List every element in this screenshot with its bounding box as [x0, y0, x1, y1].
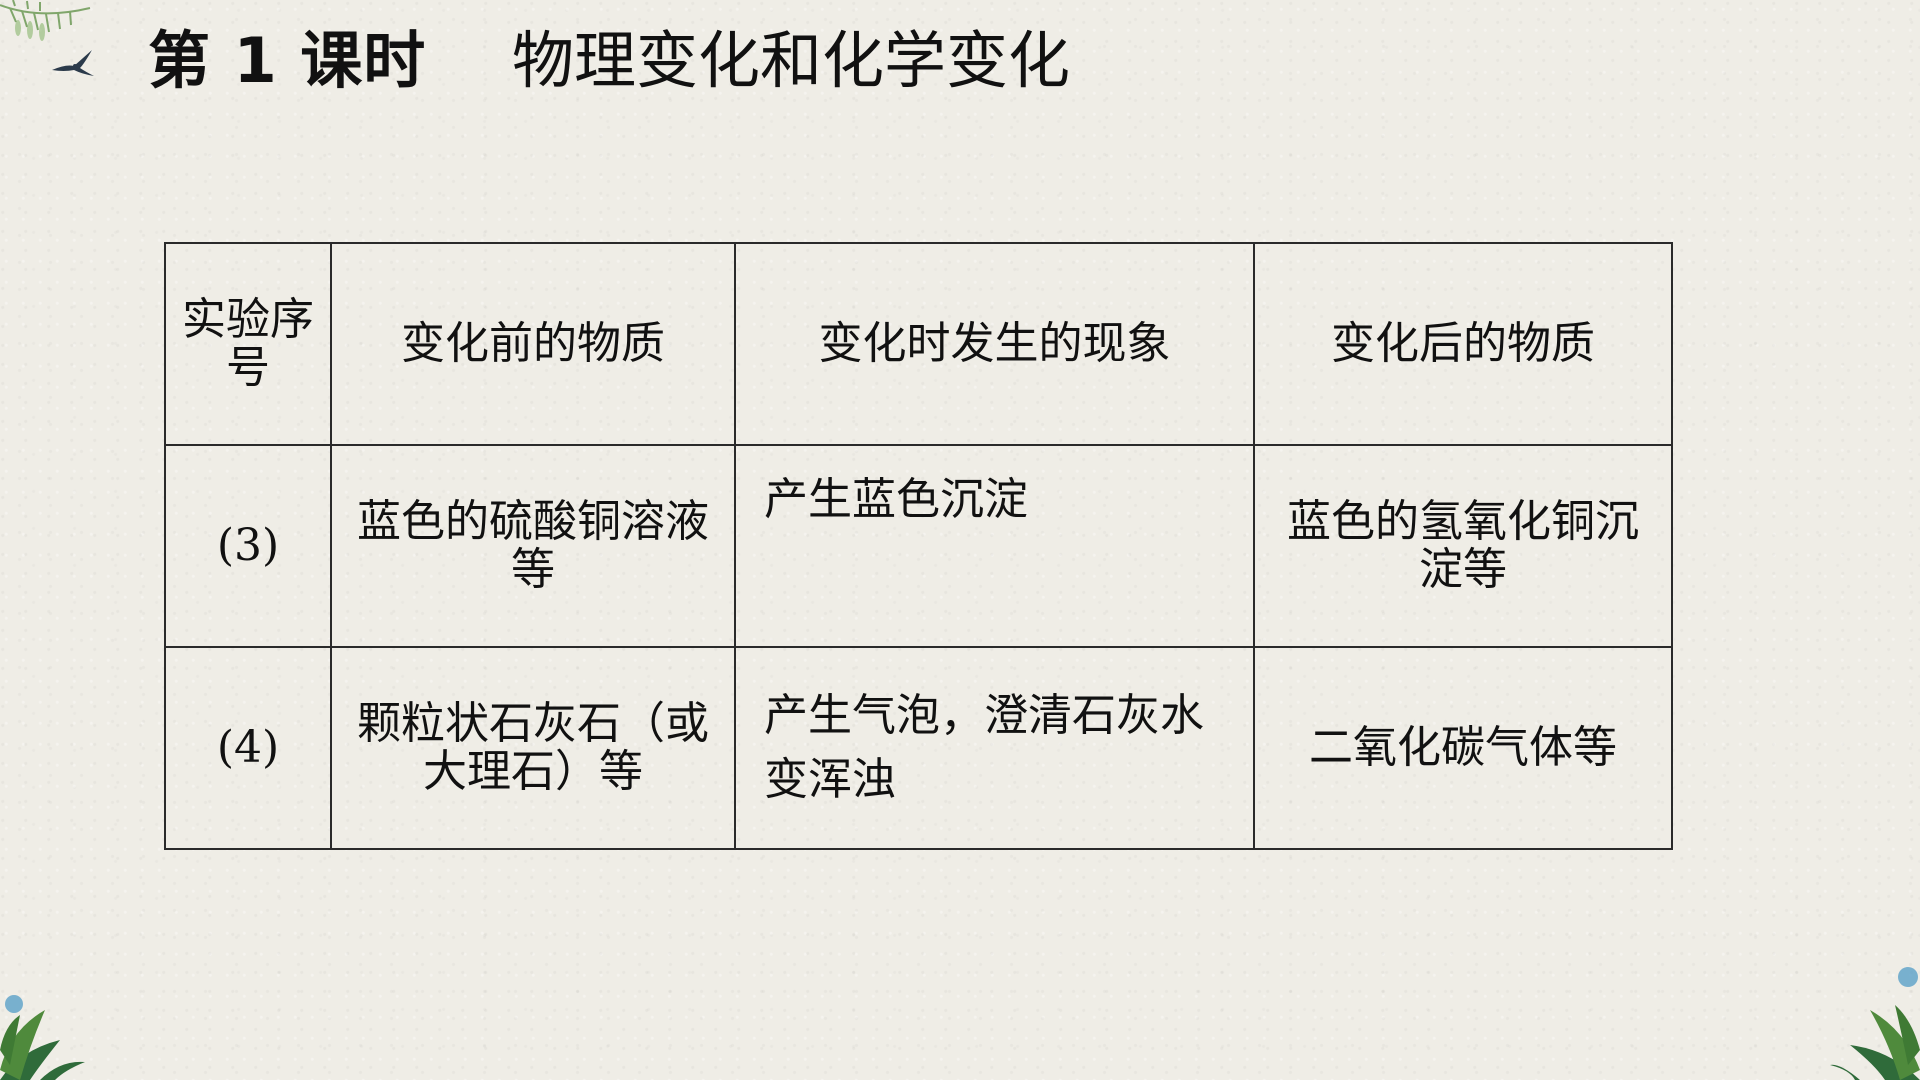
table-cell: 蓝色的硫酸铜溶液等	[330, 444, 736, 648]
table-row: (3) 蓝色的硫酸铜溶液等 产生蓝色沉淀 蓝色的氢氧化铜沉淀等	[164, 444, 1673, 648]
table-header-cell: 实验序号	[164, 242, 332, 446]
plant-icon	[0, 995, 85, 1080]
table-cell: 产生气泡，澄清石灰水变浑浊	[734, 646, 1255, 850]
swallow-icon	[52, 50, 94, 76]
table-header-cell: 变化时发生的现象	[734, 242, 1255, 446]
page-title: 物理变化和化学变化	[512, 24, 1071, 97]
table-cell: 产生蓝色沉淀	[734, 444, 1255, 648]
lesson-label: 第 1 课时	[148, 24, 427, 97]
table-cell: 蓝色的氢氧化铜沉淀等	[1253, 444, 1673, 648]
table-cell: 二氧化碳气体等	[1253, 646, 1673, 850]
table-header-cell: 变化后的物质	[1253, 242, 1673, 446]
leaf-branch-icon	[0, 0, 91, 41]
table-cell: 颗粒状石灰石（或大理石）等	[330, 646, 736, 850]
plant-icon	[1830, 967, 1920, 1080]
table-cell: (3)	[164, 444, 332, 648]
table-cell: (4)	[164, 646, 332, 850]
experiment-table: 实验序号 变化前的物质 变化时发生的现象 变化后的物质 (3) 蓝色的硫酸铜溶液…	[164, 242, 1673, 850]
table-header-cell: 变化前的物质	[330, 242, 736, 446]
table-row: (4) 颗粒状石灰石（或大理石）等 产生气泡，澄清石灰水变浑浊 二氧化碳气体等	[164, 646, 1673, 850]
table-header-row: 实验序号 变化前的物质 变化时发生的现象 变化后的物质	[164, 242, 1673, 446]
